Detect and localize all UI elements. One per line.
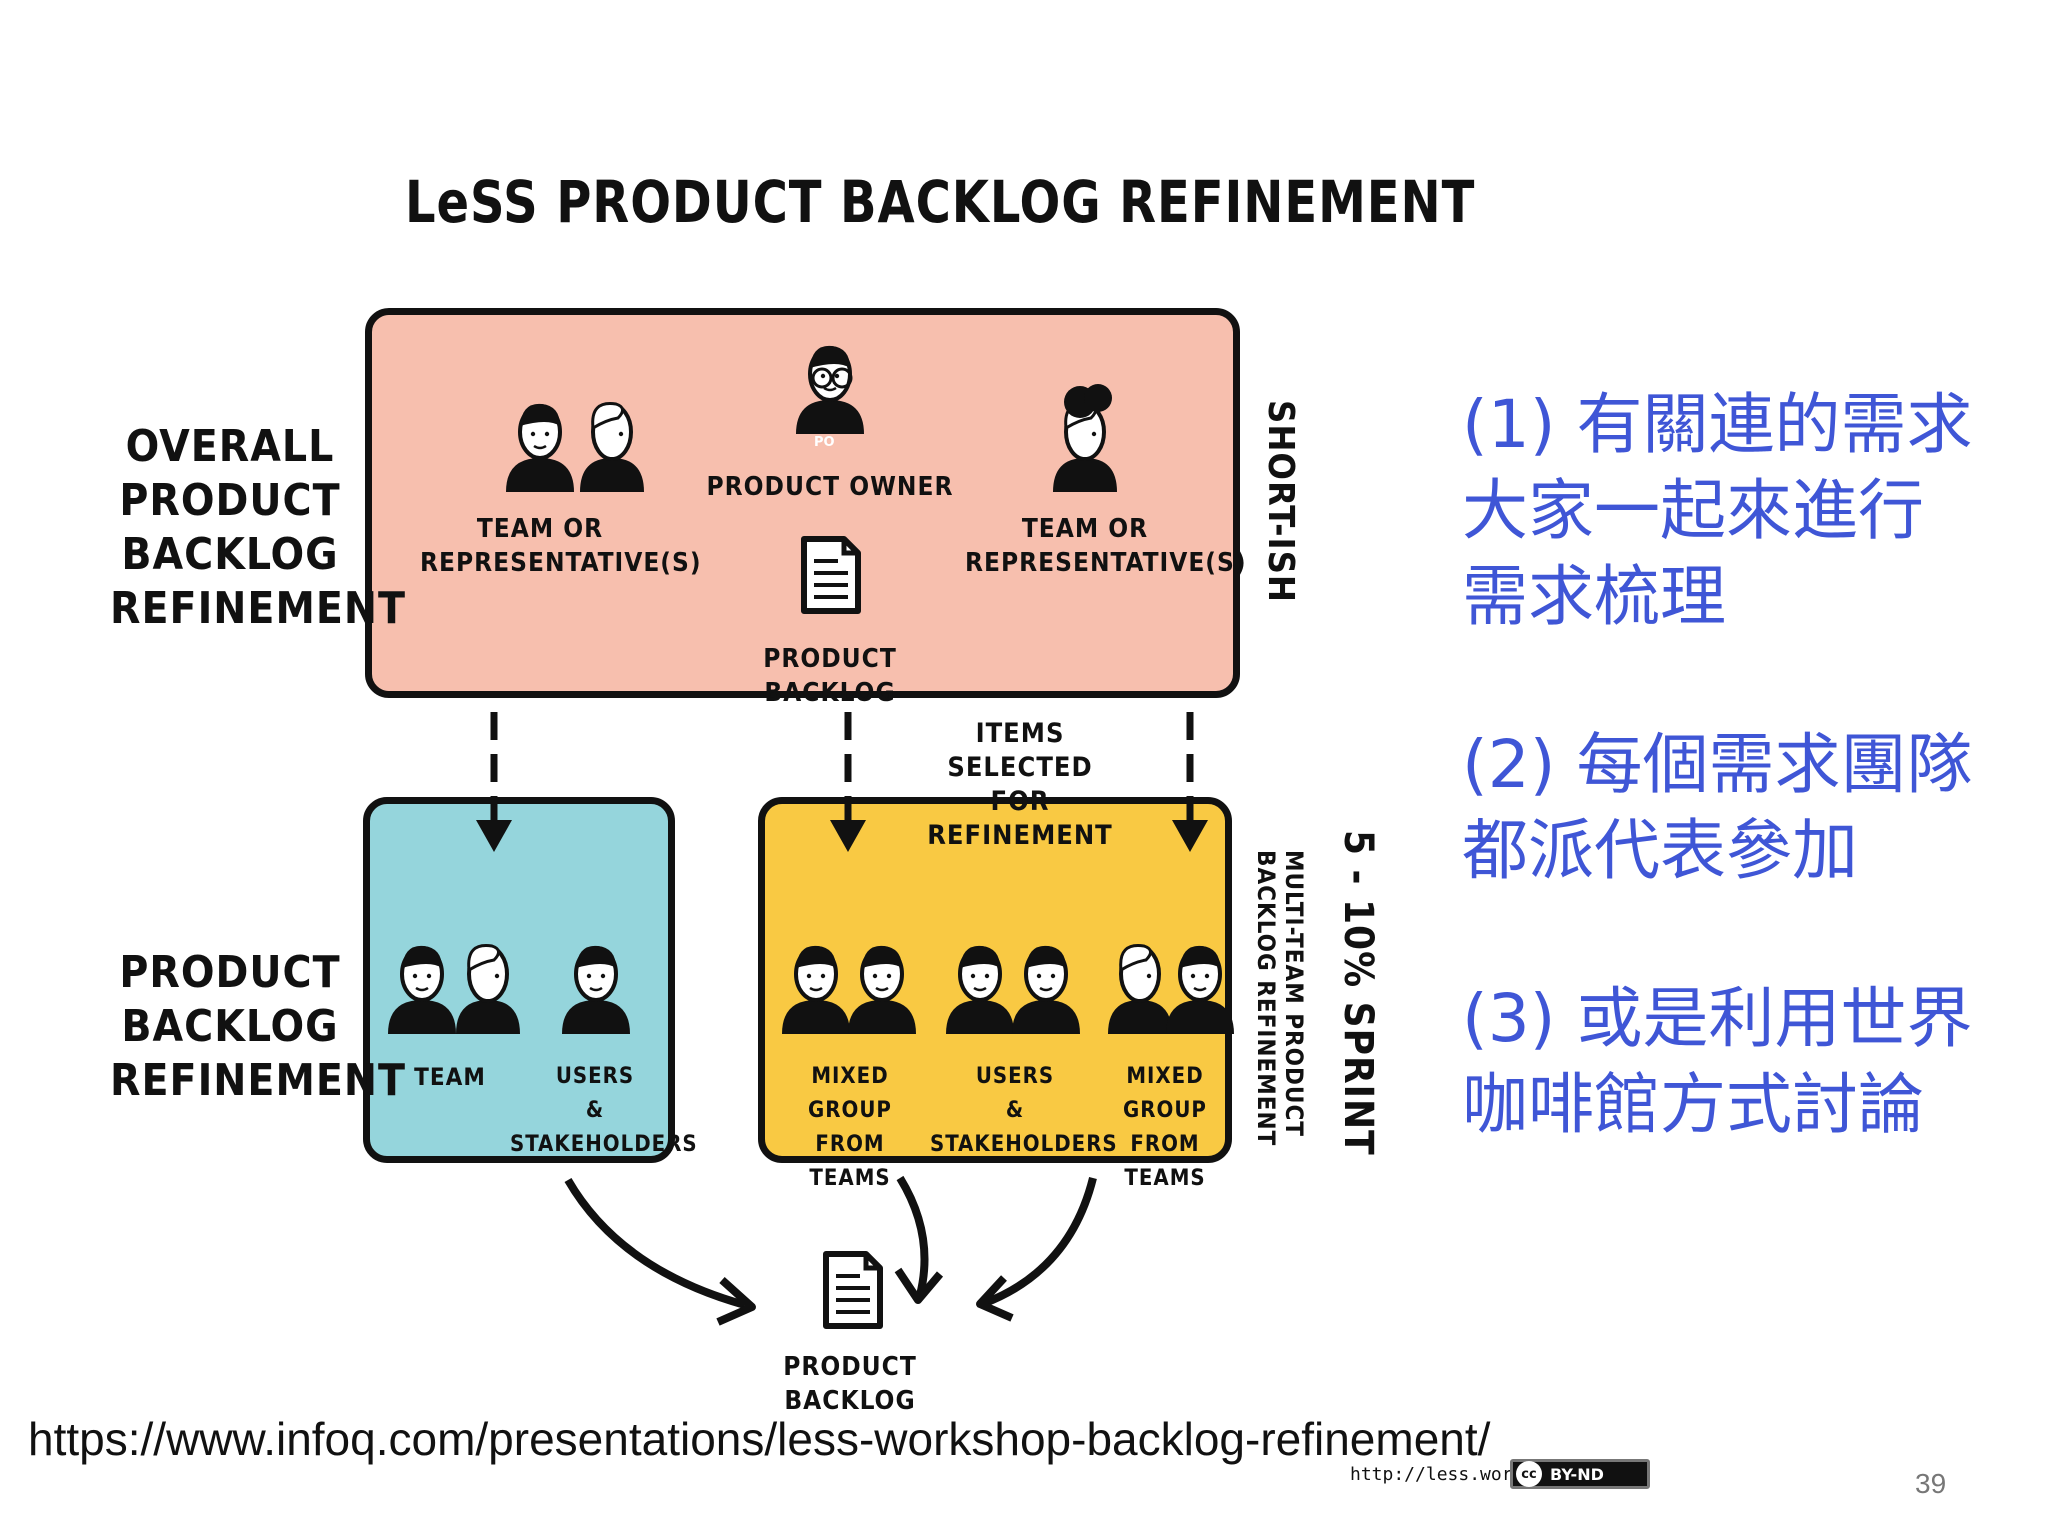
sprint-duration-label: 5 - 10% SPRINT — [1335, 830, 1381, 1156]
note-3: (3) 或是利用世界 咖啡館方式討論 — [1462, 980, 1973, 1143]
po-badge: PO — [814, 435, 835, 450]
team-right-person — [1051, 384, 1119, 494]
mixed-left-person-1 — [780, 943, 852, 1036]
note-2: (2) 每個需求團隊 都派代表參加 — [1462, 726, 1973, 889]
overall-refinement-label: OVERALL PRODUCT BACKLOG REFINEMENT — [110, 421, 407, 634]
product-backlog-doc-icon — [804, 539, 858, 611]
yellow-user-person-1 — [944, 943, 1016, 1036]
blue-users-label: USERS & STAKEHOLDERS — [510, 1064, 698, 1157]
cc-icon: cc — [1516, 1461, 1542, 1487]
license-text: BY-ND — [1550, 1464, 1604, 1484]
cc-license-badge: cc BY-ND — [1510, 1459, 1650, 1489]
mixed-right-person-2 — [1164, 943, 1236, 1036]
page-number: 39 — [1915, 1468, 1947, 1499]
product-owner-person — [794, 343, 866, 436]
overall-refinement-box — [365, 308, 1240, 698]
yellow-user-person-2 — [1010, 943, 1082, 1036]
multi-team-label: MULTI-TEAM PRODUCT BACKLOG REFINEMENT — [1252, 850, 1308, 1147]
dashed-arrow-to-team — [476, 712, 512, 852]
source-url-link[interactable]: https://www.infoq.com/presentations/less… — [28, 1413, 1491, 1465]
bottom-product-backlog-label: PRODUCT BACKLOG — [783, 1352, 917, 1416]
top-product-backlog-label: PRODUCT BACKLOG — [763, 644, 897, 708]
short-ish-label: SHORT-ISH — [1260, 400, 1301, 604]
team-left-person-2 — [578, 401, 646, 494]
team-person-2 — [454, 943, 522, 1036]
yellow-users-label: USERS & STAKEHOLDERS — [930, 1064, 1118, 1157]
notes-panel: (1) 有關連的需求 大家一起來進行 需求梳理 (2) 每個需求團隊 都派代表參… — [1462, 382, 2022, 1230]
curved-arrow-from-mixed — [894, 1175, 944, 1304]
bottom-backlog-doc-icon — [826, 1254, 880, 1326]
curved-arrow-from-team — [564, 1177, 756, 1326]
less-works-url: http://less.works — [1350, 1464, 1535, 1485]
team-person-1 — [386, 943, 458, 1036]
mixed-right-person-1 — [1106, 943, 1174, 1036]
dashed-arrow-to-mixed-left — [830, 712, 866, 852]
mixed-right-label: MIXED GROUP FROM TEAMS — [1123, 1064, 1207, 1191]
items-selected-label: ITEMS SELECTED FOR REFINEMENT — [927, 718, 1113, 851]
top-right-team-label: TEAM OR REPRESENTATIVE(S) — [965, 514, 1247, 578]
team-label: TEAM — [414, 1063, 486, 1091]
dashed-arrow-to-mixed-right — [1172, 712, 1208, 852]
note-1: (1) 有關連的需求 大家一起來進行 需求梳理 — [1462, 386, 1973, 635]
top-left-team-label: TEAM OR REPRESENTATIVE(S) — [420, 514, 702, 578]
team-left-person-1 — [504, 401, 576, 494]
curved-arrow-from-mixed-right — [976, 1177, 1097, 1322]
product-owner-label: PRODUCT OWNER — [706, 472, 954, 502]
mixed-left-person-2 — [846, 943, 918, 1036]
stakeholder-person — [560, 943, 632, 1036]
mixed-left-label: MIXED GROUP FROM TEAMS — [808, 1064, 892, 1191]
